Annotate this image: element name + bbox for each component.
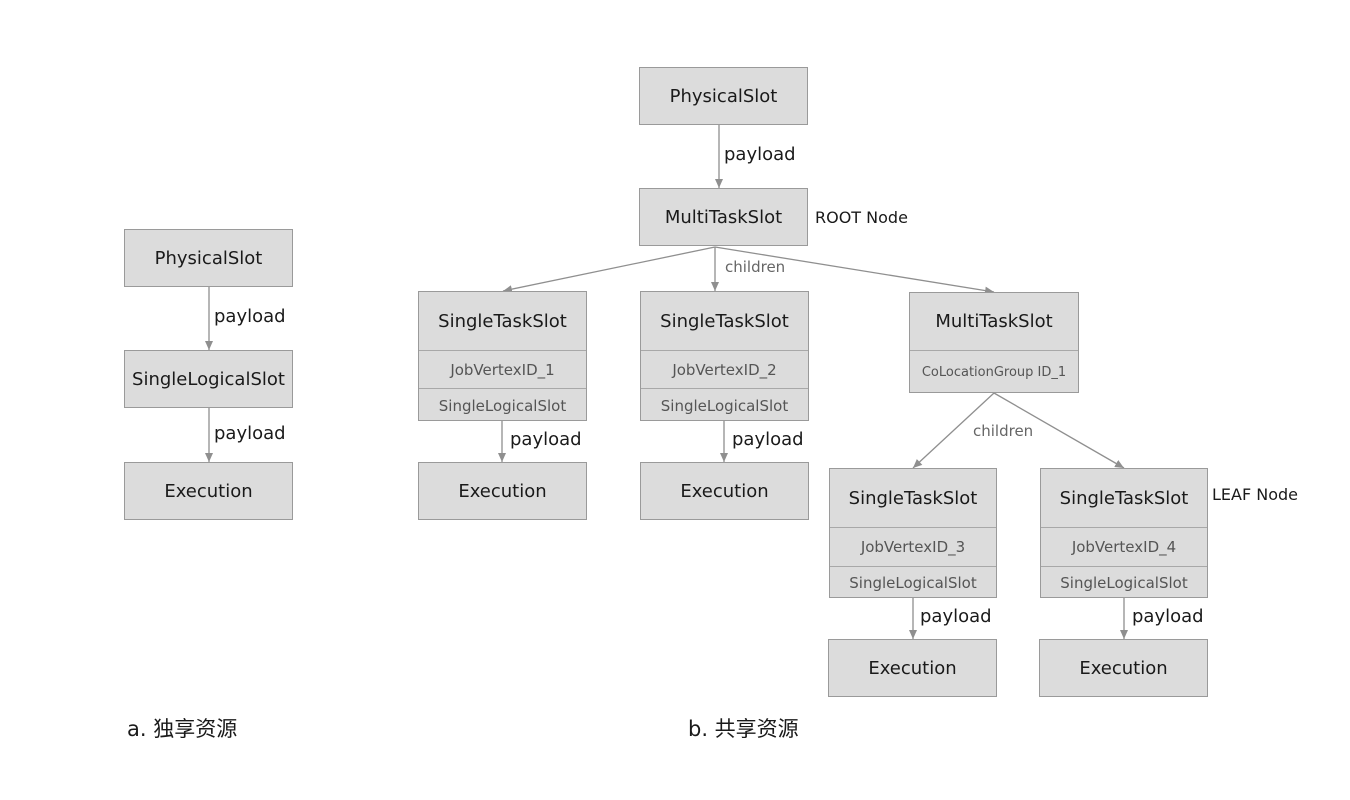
a-execution-title: Execution — [164, 480, 253, 502]
b-single-task-slot-3: SingleTaskSlot JobVertexID_3 SingleLogic… — [829, 468, 997, 598]
edge-b-root-to-slot1 — [502, 246, 716, 294]
b-task-slot-4-execution: Execution — [1039, 639, 1208, 697]
b-task-slot-4-payload-label: payload — [1132, 606, 1204, 627]
a-single-logical-slot-title: SingleLogicalSlot — [132, 368, 285, 390]
b-colocation-group-id: CoLocationGroup ID_1 — [910, 350, 1078, 393]
b-task-slot-4-vertex-id: JobVertexID_4 — [1041, 527, 1207, 566]
b-task-slot-1-execution: Execution — [418, 462, 587, 520]
b-task-slot-2-vertex-id: JobVertexID_2 — [641, 350, 808, 388]
b-task-slot-3-vertex-id: JobVertexID_3 — [830, 527, 996, 566]
edge-b-colocation-to-slot4 — [993, 392, 1125, 469]
a-physical-slot-title: PhysicalSlot — [154, 247, 263, 269]
b-payload-label-root: payload — [724, 144, 796, 165]
b-physical-slot-title: PhysicalSlot — [669, 85, 778, 107]
b-task-slot-4-execution-title: Execution — [1079, 657, 1168, 679]
b-root-multitaskslot-node: MultiTaskSlot — [639, 188, 808, 246]
b-task-slot-3-logical-slot: SingleLogicalSlot — [830, 566, 996, 599]
a-payload-label-2: payload — [214, 423, 286, 444]
b-colocation-title: MultiTaskSlot — [935, 311, 1053, 332]
b-task-slot-1-execution-title: Execution — [458, 480, 547, 502]
b-single-task-slot-4: SingleTaskSlot JobVertexID_4 SingleLogic… — [1040, 468, 1208, 598]
edge-b-root-to-colocation — [714, 246, 995, 295]
b-task-slot-2-execution: Execution — [640, 462, 809, 520]
b-task-slot-2-title: SingleTaskSlot — [660, 310, 789, 332]
b-task-slot-2-payload-label: payload — [732, 429, 804, 450]
b-task-slot-3-title: SingleTaskSlot — [848, 487, 978, 509]
b-task-slot-3-payload-label: payload — [920, 606, 992, 627]
b-task-slot-1-vertex-id: JobVertexID_1 — [419, 350, 586, 388]
b-task-slot-3-execution: Execution — [828, 639, 997, 697]
b-task-slot-1-payload-label: payload — [510, 429, 582, 450]
b-colocation-multitaskslot-node: MultiTaskSlot CoLocationGroup ID_1 — [909, 292, 1079, 393]
b-root-multitaskslot-title: MultiTaskSlot — [664, 206, 783, 228]
b-children-label-1: children — [725, 258, 786, 276]
b-single-task-slot-2: SingleTaskSlot JobVertexID_2 SingleLogic… — [640, 291, 809, 421]
b-caption: b. 共享资源 — [688, 717, 799, 741]
b-task-slot-4-logical-slot: SingleLogicalSlot — [1041, 566, 1207, 599]
b-task-slot-4-title: SingleTaskSlot — [1059, 487, 1189, 509]
edge-b-colocation-to-slot3 — [912, 392, 995, 469]
b-single-task-slot-1: SingleTaskSlot JobVertexID_1 SingleLogic… — [418, 291, 587, 421]
b-root-node-tag: ROOT Node — [815, 208, 908, 227]
a-physical-slot-node: PhysicalSlot — [124, 229, 293, 287]
b-task-slot-1-logical-slot: SingleLogicalSlot — [419, 388, 586, 422]
a-single-logical-slot-node: SingleLogicalSlot — [124, 350, 293, 408]
a-caption: a. 独享资源 — [127, 717, 238, 741]
a-execution-node: Execution — [124, 462, 293, 520]
a-payload-label-1: payload — [214, 306, 286, 327]
b-task-slot-2-execution-title: Execution — [680, 480, 769, 502]
b-task-slot-3-execution-title: Execution — [868, 657, 957, 679]
b-leaf-node-tag: LEAF Node — [1212, 485, 1299, 504]
b-task-slot-1-title: SingleTaskSlot — [438, 310, 567, 332]
b-children-label-2: children — [973, 422, 1034, 440]
b-physical-slot-node: PhysicalSlot — [639, 67, 808, 125]
b-task-slot-2-logical-slot: SingleLogicalSlot — [641, 388, 808, 422]
